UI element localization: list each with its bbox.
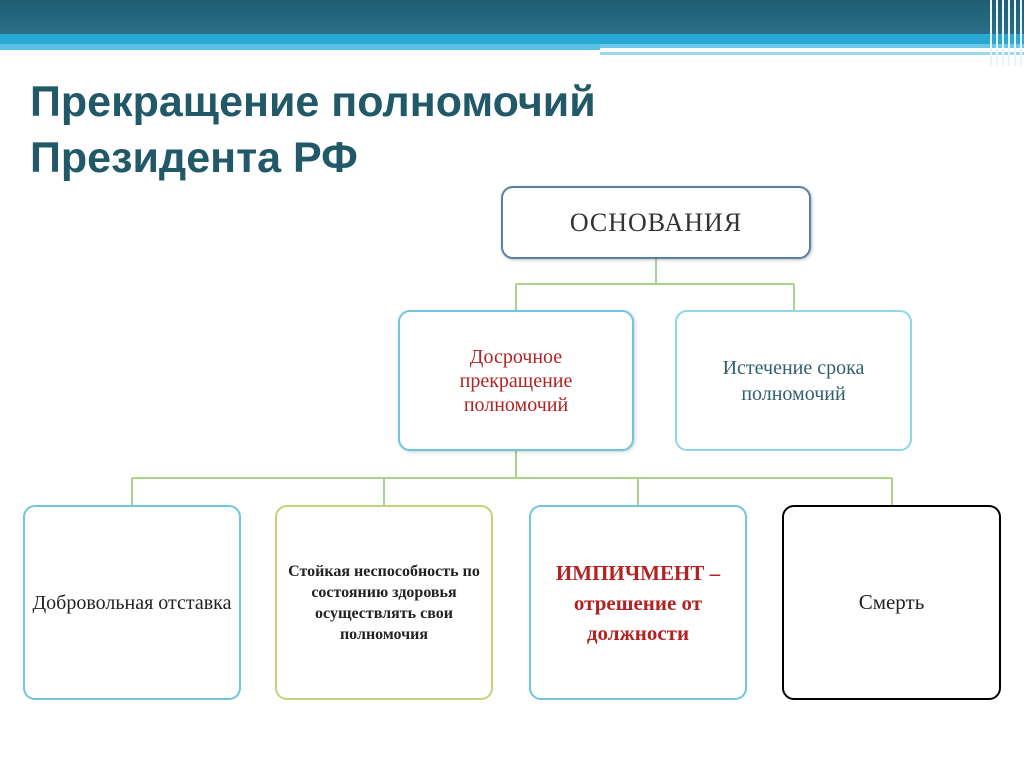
node-expiry-label: Истечение срока полномочий [722, 356, 865, 405]
node-early-termination: Досрочное прекращение полномочий [398, 310, 634, 451]
node-death-label: Смерть [858, 590, 925, 614]
node-impeachment-label: ИМПИЧМЕНТ – отрешение от должности [555, 560, 721, 645]
node-grounds-label: ОСНОВАНИЯ [569, 207, 743, 237]
node-health: Стойкая неспособность по состоянию здоро… [275, 505, 493, 700]
header-band-ticks [990, 0, 1024, 66]
node-death: Смерть [782, 505, 1001, 700]
node-expiry: Истечение срока полномочий [675, 310, 912, 451]
slide-title-line1: Прекращение полномочий [30, 78, 596, 126]
node-impeachment: ИМПИЧМЕНТ – отрешение от должности [529, 505, 747, 700]
header-band-dark [0, 0, 1024, 34]
node-grounds: ОСНОВАНИЯ [501, 186, 811, 259]
node-early-termination-label: Досрочное прекращение полномочий [459, 345, 573, 416]
slide-title-line2: Президента РФ [30, 134, 358, 182]
node-resignation-label: Добровольная отставка [32, 591, 232, 614]
header-band-light [0, 34, 1024, 44]
slide-title: Прекращение полномочий Президента РФ [30, 74, 790, 186]
header-band-stripes [600, 44, 1024, 66]
header-band-stripe [0, 44, 600, 50]
node-health-label: Стойкая неспособность по состоянию здоро… [288, 562, 480, 643]
node-resignation: Добровольная отставка [23, 505, 241, 700]
